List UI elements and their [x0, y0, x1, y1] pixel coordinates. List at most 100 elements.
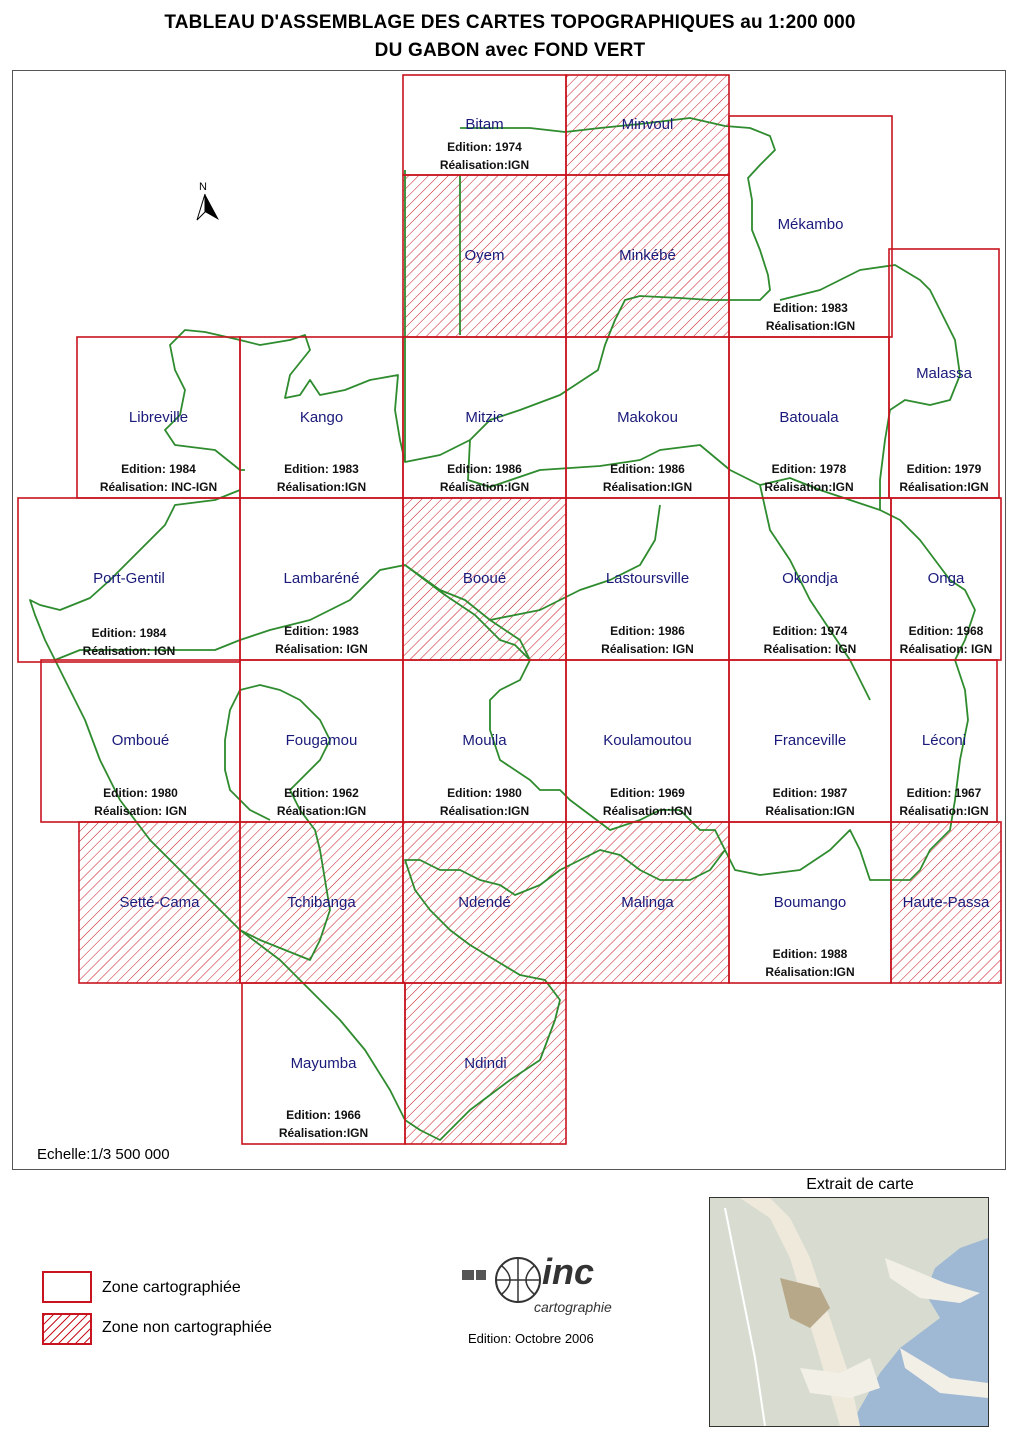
inc-cartographie-logo: inc cartographie — [458, 1250, 628, 1320]
tile-frame — [404, 982, 567, 1145]
tile-edition: Edition: 1966 — [286, 1108, 361, 1122]
tile-realisation: Réalisation:IGN — [277, 804, 366, 818]
tile-name: Mouila — [462, 732, 507, 749]
tile-edition: Edition: 1967 — [907, 786, 982, 800]
map-extract-image — [709, 1197, 989, 1427]
tile-realisation: Réalisation: IGN — [94, 804, 187, 818]
tile-name: Minvoul — [622, 116, 674, 133]
tile-edition: Edition: 1983 — [284, 624, 359, 638]
tile-edition: Edition: 1979 — [907, 462, 982, 476]
tile-name: Mayumba — [291, 1055, 358, 1072]
logo-brand-text: inc — [542, 1251, 594, 1292]
tile-realisation: Réalisation: IGN — [601, 642, 694, 656]
tile-name: Setté-Cama — [119, 894, 200, 911]
tile-name: Lastoursville — [606, 570, 689, 587]
tile-realisation: Réalisation: IGN — [83, 644, 176, 658]
tile-edition: Edition: 1978 — [772, 462, 847, 476]
tile-name: Franceville — [774, 732, 847, 749]
tile-edition: Edition: 1986 — [610, 462, 685, 476]
tile-hatch-ndende — [403, 822, 566, 983]
tile-name: Malinga — [621, 894, 674, 911]
tile-name: Haute-Passa — [903, 894, 990, 911]
tile-hatch-haute-passa — [891, 822, 1001, 983]
tile-realisation: Réalisation: IGN — [900, 642, 993, 656]
tile-hatch-minkebe — [566, 175, 729, 337]
tile-name: Okondja — [782, 570, 839, 587]
tile-name: Makokou — [617, 409, 678, 426]
tile-edition: Edition: 1986 — [447, 462, 522, 476]
tile-realisation: Réalisation:IGN — [765, 804, 854, 818]
legend-unmapped-swatch — [42, 1313, 92, 1345]
tile-realisation: Réalisation:IGN — [899, 804, 988, 818]
legend-unmapped-label: Zone non cartographiée — [102, 1319, 272, 1336]
map-title-line2: DU GABON avec FOND VERT — [374, 40, 646, 61]
legend-mapped-label: Zone cartographiée — [102, 1279, 241, 1296]
tile-name: Ndendé — [458, 894, 511, 911]
tile-realisation: Réalisation: IGN — [764, 642, 857, 656]
tile-name: Port-Gentil — [93, 570, 165, 587]
tile-hatch-ndindi — [405, 983, 566, 1144]
tile-name: Malassa — [916, 365, 973, 382]
tile-edition: Edition: 1984 — [92, 626, 167, 640]
tile-name: Kango — [300, 409, 343, 426]
inc-logo-graphic: inc cartographie — [462, 1251, 612, 1315]
tile-edition: Edition: 1962 — [284, 786, 359, 800]
tile-edition: Edition: 1974 — [773, 624, 848, 638]
tile-name: Bitam — [465, 116, 503, 133]
tile-realisation: Réalisation:IGN — [766, 319, 855, 333]
map-frame — [12, 70, 1006, 1170]
tile-name: Minkébé — [619, 247, 676, 264]
north-label: N — [199, 181, 207, 193]
legend-mapped-swatch — [42, 1271, 92, 1303]
tile-edition: Edition: 1983 — [773, 301, 848, 315]
tile-name: Mékambo — [778, 216, 844, 233]
tile-hatch-booue — [403, 498, 566, 660]
tile-edition: Edition: 1984 — [121, 462, 196, 476]
tile-realisation: Réalisation:IGN — [603, 480, 692, 494]
tile-edition: Edition: 1987 — [773, 786, 848, 800]
tile-edition: Edition: 1986 — [610, 624, 685, 638]
tile-edition: Edition: 1968 — [909, 624, 984, 638]
tile-name: Batouala — [779, 409, 839, 426]
extract-map-graphic — [710, 1198, 988, 1426]
tile-name: Tchibanga — [287, 894, 356, 911]
north-arrow-right-half — [205, 194, 219, 220]
tile-realisation: Réalisation:IGN — [279, 1126, 368, 1140]
north-arrow-left-half — [196, 193, 206, 221]
tile-name: Koulamoutou — [603, 732, 691, 749]
tile-realisation: Réalisation:IGN — [440, 480, 529, 494]
tile-edition: Edition: 1974 — [447, 140, 522, 154]
map-tile-ndindi: Ndindi — [404, 982, 567, 1145]
tile-hatch-oyem — [403, 175, 566, 337]
tile-name: Oyem — [464, 247, 504, 264]
tile-name: Léconi — [922, 732, 966, 749]
map-tile-haute-passa: Haute-Passa — [890, 821, 1002, 984]
extract-title: Extrait de carte — [806, 1176, 914, 1193]
tile-realisation: Réalisation:IGN — [603, 804, 692, 818]
gabon-border-line — [29, 117, 976, 1141]
tile-realisation: Réalisation:IGN — [899, 480, 988, 494]
tile-edition: Edition: 1983 — [284, 462, 359, 476]
tile-frame — [890, 821, 1002, 984]
tile-realisation: Réalisation:IGN — [764, 480, 853, 494]
tile-realisation: Réalisation:IGN — [440, 158, 529, 172]
tile-realisation: Réalisation:IGN — [277, 480, 366, 494]
tile-edition: Edition: 1988 — [773, 947, 848, 961]
tile-name: Lambaréné — [284, 570, 360, 587]
